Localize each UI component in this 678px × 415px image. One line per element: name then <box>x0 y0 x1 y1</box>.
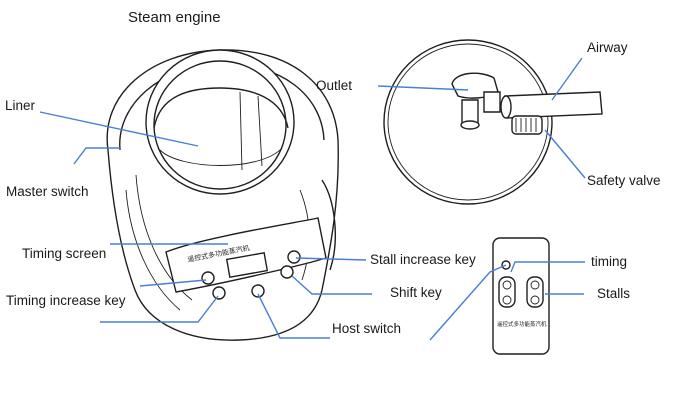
leader-outlet <box>377 85 469 91</box>
control-panel: 遥控式多功能蒸汽机 <box>165 217 327 300</box>
airway-pipe <box>504 91 603 119</box>
label-outlet: Outlet <box>316 78 352 93</box>
label-timing-increase-key: Timing increase key <box>6 293 126 308</box>
remote-stalls-buttons[interactable] <box>526 276 544 308</box>
label-liner: Liner <box>5 98 36 113</box>
liner-rim <box>145 49 295 195</box>
leader-liner <box>39 111 199 147</box>
remote-text: 遥控式多功能蒸汽机 <box>497 320 547 328</box>
timing-key-button[interactable] <box>212 286 226 300</box>
label-airway: Airway <box>587 40 628 55</box>
lid <box>383 39 603 205</box>
leader-airway <box>551 57 583 101</box>
leader-shift-key <box>291 275 372 295</box>
remote-timing-buttons[interactable] <box>498 276 516 308</box>
label-shift-key: Shift key <box>390 285 442 300</box>
remote-control: 遥控式多功能蒸汽机 <box>492 237 550 355</box>
diagram-title: Steam engine <box>128 9 221 26</box>
host-switch-button[interactable] <box>251 284 265 298</box>
leader-host-switch <box>257 293 330 339</box>
label-timing: timing <box>591 254 627 269</box>
label-timing-screen: Timing screen <box>22 246 106 261</box>
label-safety-valve: Safety valve <box>587 173 661 188</box>
shift-key-button[interactable] <box>280 265 294 279</box>
leader-remote-power <box>429 264 507 341</box>
safety-valve-body <box>511 115 543 135</box>
label-stalls: Stalls <box>597 286 630 301</box>
leader-master-switch <box>73 147 120 165</box>
label-host-switch: Host switch <box>332 321 401 336</box>
stall-increase-key-button[interactable] <box>287 250 301 264</box>
leader-timing-increase-key <box>139 279 207 287</box>
timing-screen-display <box>225 252 269 278</box>
label-stall-increase-key: Stall increase key <box>370 252 476 267</box>
leader-safety-valve <box>544 129 586 179</box>
leader-timing <box>510 261 585 273</box>
timing-increase-key-button[interactable] <box>201 271 215 285</box>
label-master-switch: Master switch <box>6 184 89 199</box>
leader-stall-increase-key <box>295 257 367 261</box>
leader-timing-key <box>100 295 219 323</box>
